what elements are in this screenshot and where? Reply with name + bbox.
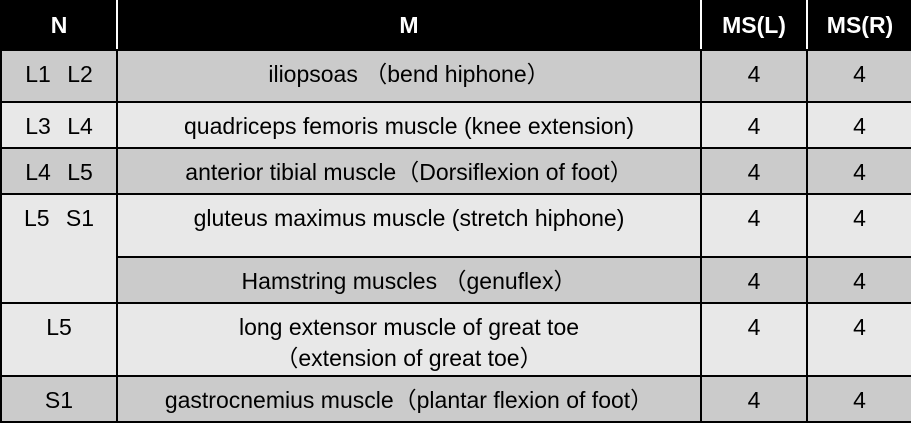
muscle-cell: Hamstring muscles （genuflex） [116,255,702,304]
ms-right-cell: 4 [806,301,911,377]
table-row: L3 L4 quadriceps femoris muscle (knee ex… [0,101,911,150]
header-ms-right: MS(R) [806,0,911,51]
muscle-cell: iliopsoas （bend hiphone） [116,48,702,104]
muscle-name-line: long extensor muscle of great toe [238,313,580,340]
table-header-row: N M MS(L) MS(R) [0,0,911,51]
header-ms-left: MS(L) [700,0,808,51]
ms-left-cell: 4 [700,101,808,150]
table-row: L5 long extensor muscle of great toe （ex… [0,301,911,377]
ms-right-cell: 4 [806,101,911,150]
ms-left-cell: 4 [700,374,808,423]
table-row: L5 S1 gluteus maximus muscle (stretch hi… [0,193,911,304]
muscle-cell: anterior tibial muscle（Dorsiflexion of f… [116,147,702,196]
nerve-cell: L5 S1 [0,193,118,304]
nerve-cell: L3 L4 [0,101,118,150]
header-muscle: M [116,0,702,51]
nerve-cell: L5 [0,301,118,377]
ms-right-cell: 4 [806,255,911,304]
table-row: L1 L2 iliopsoas （bend hiphone） 4 4 [0,48,911,104]
nerve-cell: L1 L2 [0,48,118,104]
muscle-cell: quadriceps femoris muscle (knee extensio… [116,101,702,150]
ms-right-cell: 4 [806,147,911,196]
muscle-action-line: （extension of great toe） [275,344,543,371]
table-row: S1 gastrocnemius muscle（plantar flexion … [0,374,911,423]
muscle-cell: long extensor muscle of great toe （exten… [116,301,702,377]
ms-right-cell: 4 [806,374,911,423]
table-row: L4 L5 anterior tibial muscle（Dorsiflexio… [0,147,911,196]
table-row: Hamstring muscles （genuflex） 4 4 [1,255,911,304]
ms-left-cell: 4 [700,193,808,258]
ms-left-cell: 4 [700,255,808,304]
nerve-cell: L4 L5 [0,147,118,196]
ms-right-cell: 4 [806,193,911,258]
muscle-cell: gastrocnemius muscle（plantar flexion of … [116,374,702,423]
muscle-cell: gluteus maximus muscle (stretch hiphone) [116,193,702,258]
ms-left-cell: 4 [700,301,808,377]
ms-left-cell: 4 [700,48,808,104]
ms-right-cell: 4 [806,48,911,104]
nerve-cell: S1 [0,374,118,423]
header-nerve: N [0,0,118,51]
ms-left-cell: 4 [700,147,808,196]
